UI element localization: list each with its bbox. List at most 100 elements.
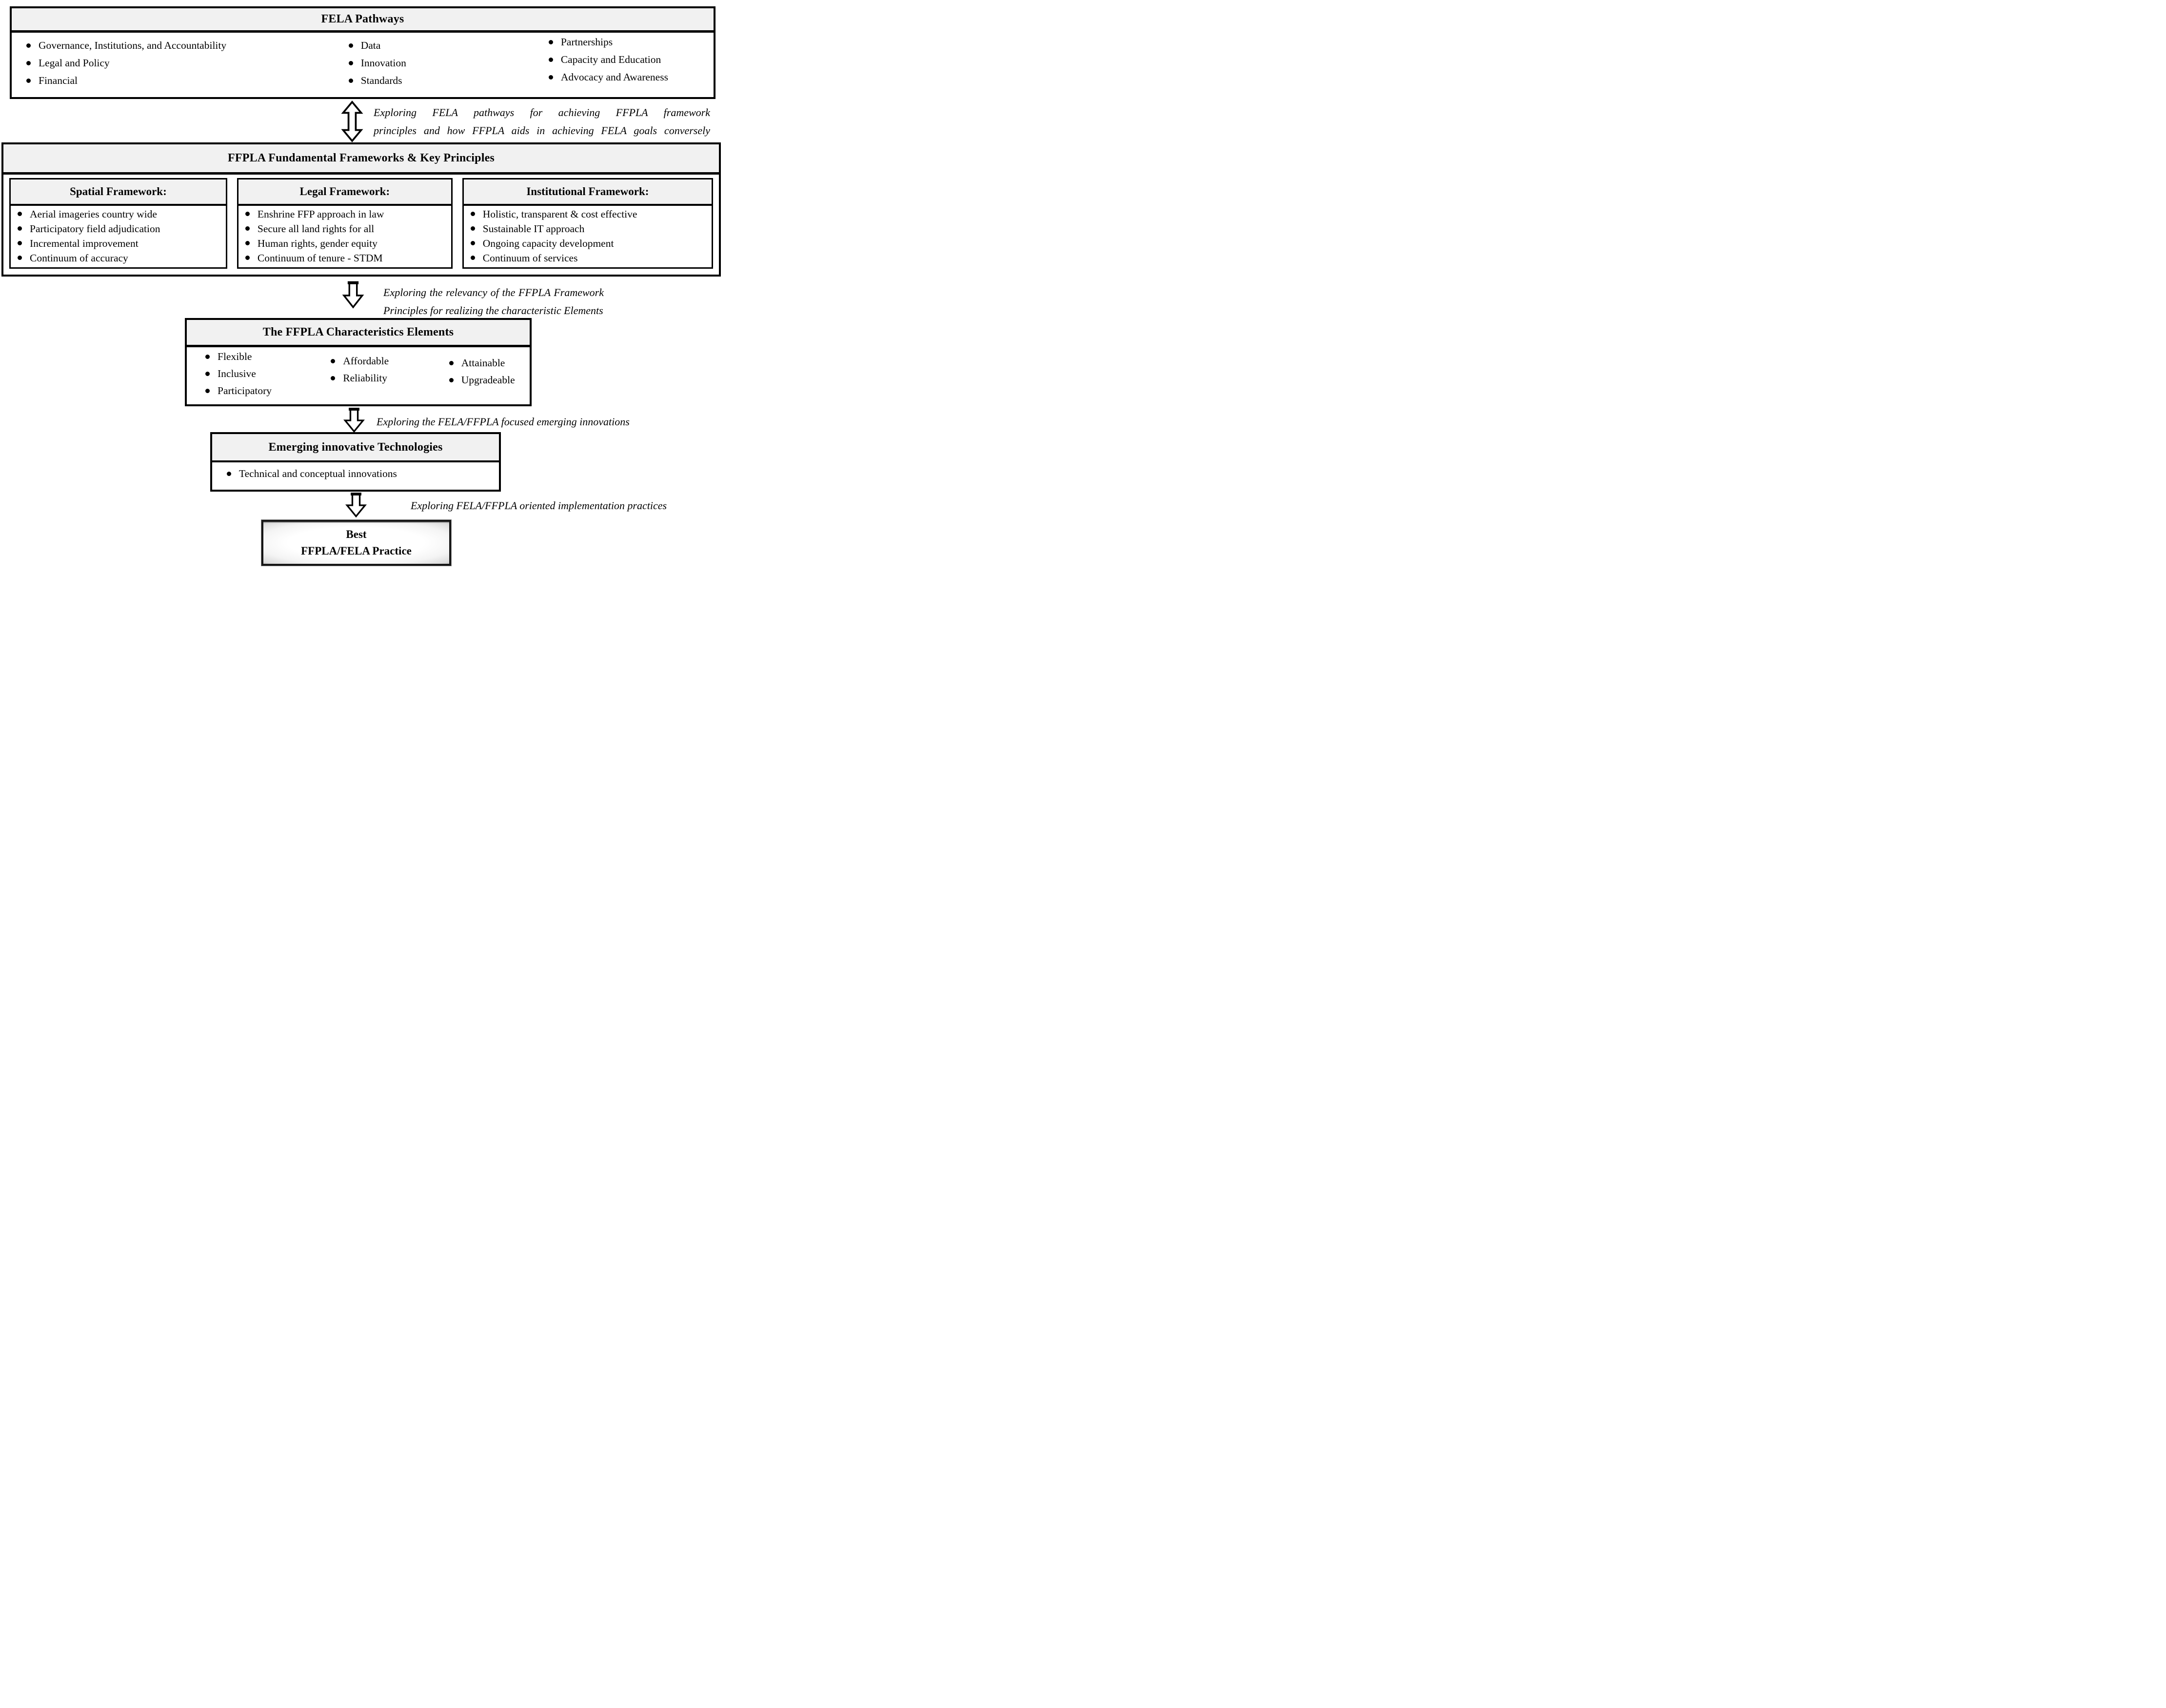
bullet-icon: [18, 226, 22, 231]
list-item-text: Continuum of services: [482, 252, 578, 264]
bullet-icon: [227, 472, 231, 476]
list-item: Standards: [348, 74, 549, 87]
legal-framework-box: Legal Framework: Enshrine FFP approach i…: [237, 178, 453, 269]
institutional-framework-title: Institutional Framework:: [463, 179, 712, 206]
bullet-icon: [470, 212, 475, 216]
list-item: Capacity and Education: [548, 53, 714, 66]
list-item: Holistic, transparent & cost effective: [470, 208, 712, 220]
fela-column-1: Governance, Institutions, and Accountabi…: [12, 39, 349, 92]
list-item: Partnerships: [548, 36, 714, 49]
list-item-text: Reliability: [343, 372, 388, 384]
list-item: Participatory: [205, 384, 331, 397]
list-item: Continuum of accuracy: [18, 252, 226, 264]
list-item: Inclusive: [205, 367, 331, 380]
list-item-text: Advocacy and Awareness: [560, 71, 668, 83]
list-item-text: Technical and conceptual innovations: [239, 468, 397, 479]
list-item-text: Financial: [39, 75, 78, 86]
characteristics-body: Flexible Inclusive Participatory Afforda…: [187, 347, 530, 401]
list-item-text: Secure all land rights for all: [257, 223, 375, 235]
bullet-icon: [348, 79, 353, 83]
list-item-text: Capacity and Education: [560, 54, 661, 65]
characteristics-column-2: Affordable Reliability: [331, 355, 449, 401]
list-item-text: Continuum of tenure - STDM: [257, 252, 383, 264]
bullet-icon: [18, 256, 22, 260]
list-item: Technical and conceptual innovations: [227, 467, 499, 480]
legal-framework-list: Enshrine FFP approach in law Secure all …: [238, 206, 451, 264]
bullet-icon: [449, 378, 454, 382]
double-arrow-icon: [339, 100, 365, 142]
bullet-icon: [548, 75, 553, 79]
down-arrow-icon: [342, 408, 366, 433]
emerging-technologies-body: Technical and conceptual innovations: [212, 462, 499, 480]
list-item: Legal and Policy: [26, 57, 349, 70]
diagram-page: FELA Pathways Governance, Institutions, …: [0, 0, 722, 569]
fela-column-2: Data Innovation Standards: [348, 39, 549, 92]
bullet-icon: [331, 376, 336, 380]
best-practice-line1: Best: [346, 528, 367, 540]
legal-framework-title: Legal Framework:: [238, 179, 451, 206]
emerging-technologies-box: Emerging innovative Technologies Technic…: [210, 432, 501, 492]
annotation-line: principles and how FFPLA aids in achievi…: [374, 124, 710, 137]
characteristics-box: The FFPLA Characteristics Elements Flexi…: [185, 318, 532, 406]
list-item: Ongoing capacity development: [470, 237, 712, 250]
annotation-innovations: Exploring the FELA/FFPLA focused emergin…: [377, 416, 630, 428]
list-item: Enshrine FFP approach in law: [245, 208, 451, 220]
list-item-text: Enshrine FFP approach in law: [257, 208, 384, 220]
ffpla-frameworks-title: FFPLA Fundamental Frameworks & Key Princ…: [3, 144, 719, 175]
list-item: Advocacy and Awareness: [548, 71, 714, 84]
list-item: Governance, Institutions, and Accountabi…: [26, 39, 349, 52]
list-item: Data: [348, 39, 549, 52]
spatial-framework-box: Spatial Framework: Aerial imageries coun…: [9, 178, 227, 269]
characteristics-column-3: Attainable Upgradeable: [449, 357, 530, 401]
annotation-line: Exploring FELA pathways for achieving FF…: [374, 106, 710, 119]
down-arrow-icon: [344, 493, 368, 518]
bullet-icon: [26, 43, 31, 48]
ffpla-frameworks-box: FFPLA Fundamental Frameworks & Key Princ…: [1, 142, 721, 277]
list-item-text: Innovation: [360, 57, 406, 69]
list-item-text: Data: [360, 40, 381, 51]
list-item-text: Inclusive: [218, 368, 256, 379]
bullet-icon: [205, 355, 210, 359]
bullet-icon: [548, 58, 553, 62]
institutional-framework-box: Institutional Framework: Holistic, trans…: [462, 178, 713, 269]
fela-pathways-title: FELA Pathways: [12, 8, 714, 33]
bullet-icon: [26, 79, 31, 83]
list-item: Participatory field adjudication: [18, 222, 226, 235]
bullet-icon: [470, 226, 475, 231]
bullet-icon: [18, 212, 22, 216]
fela-pathways-body: Governance, Institutions, and Accountabi…: [12, 33, 714, 92]
spatial-framework-title: Spatial Framework:: [11, 179, 226, 206]
bullet-icon: [245, 212, 250, 216]
bullet-icon: [245, 256, 250, 260]
characteristics-column-1: Flexible Inclusive Participatory: [187, 350, 331, 401]
bullet-icon: [548, 40, 553, 44]
bullet-icon: [470, 241, 475, 245]
annotation-fela-ffpla: Exploring FELA pathways for achieving FF…: [374, 103, 710, 139]
best-practice-line2: FFPLA/FELA Practice: [301, 545, 412, 557]
list-item: Continuum of tenure - STDM: [245, 252, 451, 264]
bullet-icon: [26, 61, 31, 65]
emerging-technologies-title: Emerging innovative Technologies: [212, 434, 499, 462]
bullet-icon: [245, 226, 250, 231]
list-item-text: Holistic, transparent & cost effective: [482, 208, 637, 220]
list-item: Flexible: [205, 350, 331, 363]
list-item: Continuum of services: [470, 252, 712, 264]
best-practice-box: Best FFPLA/FELA Practice: [261, 520, 451, 566]
annotation-line: Principles for realizing the characteris…: [383, 304, 603, 317]
list-item: Innovation: [348, 57, 549, 70]
spatial-framework-list: Aerial imageries country wide Participat…: [11, 206, 226, 264]
list-item-text: Flexible: [218, 351, 252, 362]
list-item-text: Governance, Institutions, and Accountabi…: [39, 40, 227, 51]
list-item-text: Aerial imageries country wide: [30, 208, 157, 220]
list-item: Attainable: [449, 357, 530, 370]
bullet-icon: [18, 241, 22, 245]
list-item-text: Partnerships: [560, 36, 613, 48]
list-item-text: Legal and Policy: [39, 57, 110, 69]
list-item-text: Attainable: [461, 357, 505, 369]
bullet-icon: [348, 61, 353, 65]
bullet-icon: [205, 389, 210, 393]
characteristics-title: The FFPLA Characteristics Elements: [187, 320, 530, 347]
list-item: Aerial imageries country wide: [18, 208, 226, 220]
list-item-text: Standards: [360, 75, 402, 86]
institutional-framework-list: Holistic, transparent & cost effective S…: [464, 206, 712, 264]
